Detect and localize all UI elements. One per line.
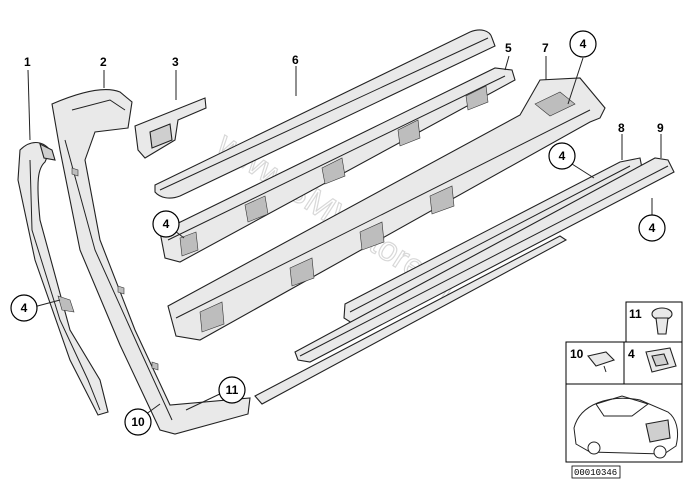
clip-10-icon [587,351,616,373]
car-location-icon [573,395,679,459]
circled-11: 11 [226,383,239,397]
part-5-sill-cover [159,67,516,263]
callout-2: 2 [100,55,107,69]
callout-7: 7 [542,41,549,55]
callout-8: 8 [618,121,625,135]
circled-10: 10 [131,415,145,429]
callout-9: 9 [657,121,664,135]
callout-3: 3 [172,55,179,69]
legend-4-label: 4 [628,347,635,361]
circled-4-right: 4 [649,221,656,235]
callout-5: 5 [505,41,512,55]
circled-4-center: 4 [163,217,170,231]
part-7-sill-panel [167,77,606,341]
part-2-a-pillar [51,89,251,435]
clip-4-icon [645,347,677,373]
circled-4-left: 4 [21,301,28,315]
legend-11-label: 11 [629,307,642,321]
part-6-top-rail [154,29,496,199]
doc-number-box: 00010346 [571,465,621,479]
circled-4-top-right: 4 [580,37,587,51]
callout-6: 6 [292,53,299,67]
circled-callouts: 4 4 4 4 4 11 10 [10,30,666,436]
clip-11-icon [651,307,673,335]
part-9-outer-molding [294,157,675,363]
part-1-pillar-trim [17,141,109,416]
part-3-trim-piece [134,97,207,159]
circled-4-right-mid: 4 [559,149,566,163]
legend-panel: 11 10 4 [565,301,683,463]
callout-numbers: 1 2 3 6 5 7 8 9 [24,41,664,135]
doc-number: 00010346 [574,468,617,478]
part-bottom-strip [254,235,568,405]
callout-1: 1 [24,55,31,69]
legend-10-label: 10 [570,347,584,361]
